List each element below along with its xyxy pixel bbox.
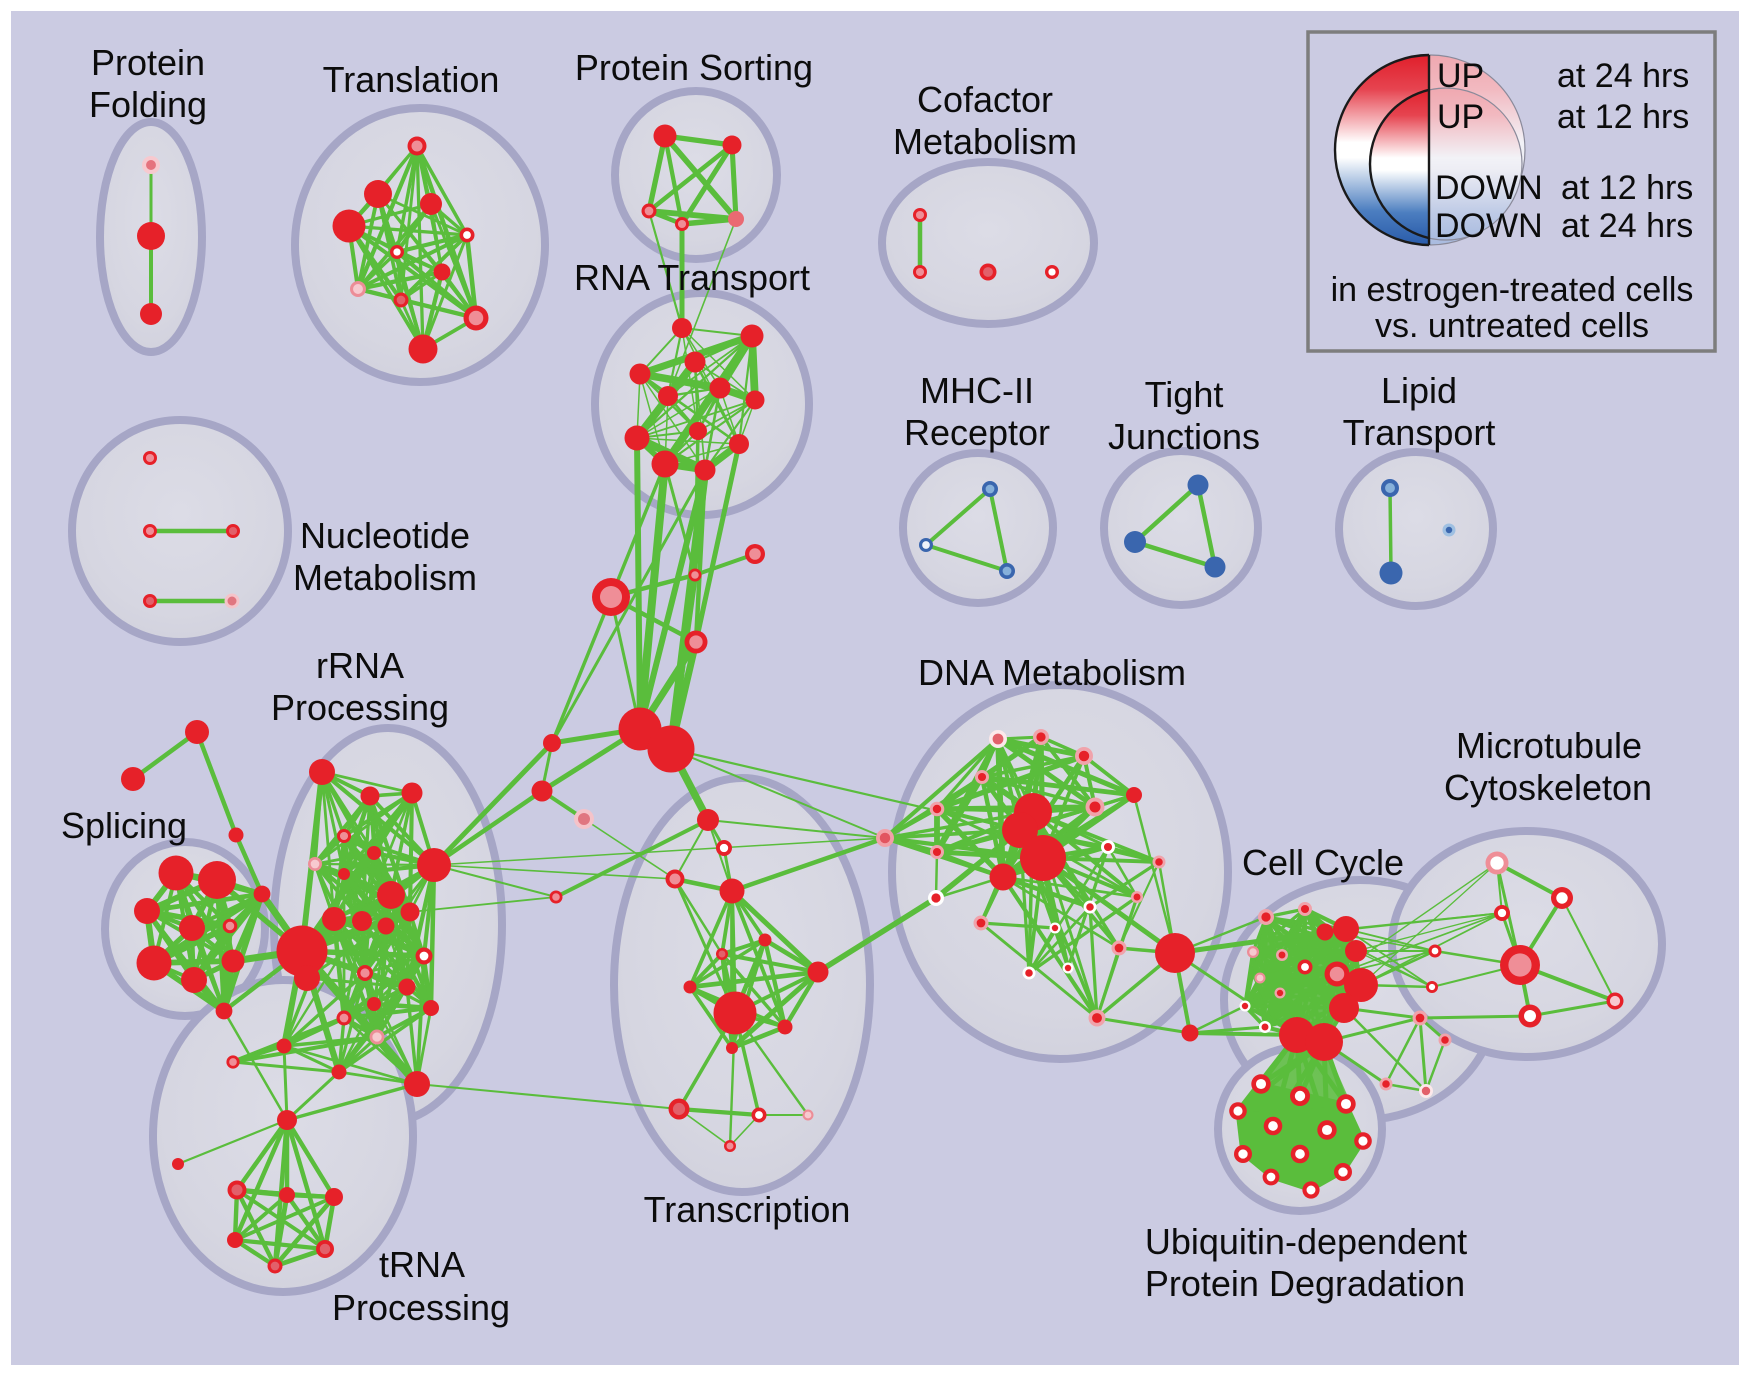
svg-text:RNA Transport: RNA Transport — [574, 257, 810, 298]
svg-text:Processing: Processing — [271, 687, 449, 728]
svg-text:in estrogen-treated cells: in estrogen-treated cells — [1331, 271, 1694, 309]
svg-text:tRNA: tRNA — [379, 1244, 465, 1285]
svg-text:vs. untreated cells: vs. untreated cells — [1375, 307, 1649, 345]
svg-text:Microtubule: Microtubule — [1456, 725, 1642, 766]
svg-text:DOWN: DOWN — [1435, 169, 1543, 207]
svg-text:Metabolism: Metabolism — [293, 557, 477, 598]
svg-text:rRNA: rRNA — [316, 645, 404, 686]
svg-text:DNA Metabolism: DNA Metabolism — [918, 652, 1186, 693]
svg-text:Protein: Protein — [91, 42, 205, 83]
svg-text:at 12 hrs: at 12 hrs — [1561, 169, 1693, 207]
svg-text:UP: UP — [1437, 57, 1484, 95]
svg-text:UP: UP — [1437, 98, 1484, 136]
svg-text:at 12 hrs: at 12 hrs — [1557, 98, 1689, 136]
svg-text:Transport: Transport — [1343, 412, 1496, 453]
svg-text:Splicing: Splicing — [61, 805, 187, 846]
svg-text:at 24 hrs: at 24 hrs — [1561, 207, 1693, 245]
svg-text:MHC-II: MHC-II — [920, 370, 1034, 411]
svg-text:Protein Degradation: Protein Degradation — [1145, 1263, 1465, 1304]
svg-text:Receptor: Receptor — [904, 412, 1050, 453]
svg-text:Cofactor: Cofactor — [917, 79, 1053, 120]
svg-text:DOWN: DOWN — [1435, 207, 1543, 245]
svg-text:Cytoskeleton: Cytoskeleton — [1444, 767, 1652, 808]
svg-text:Junctions: Junctions — [1108, 416, 1260, 457]
svg-text:Protein Sorting: Protein Sorting — [575, 47, 813, 88]
svg-text:Cell Cycle: Cell Cycle — [1242, 842, 1404, 883]
svg-text:Transcription: Transcription — [644, 1189, 851, 1230]
svg-text:Ubiquitin-dependent: Ubiquitin-dependent — [1145, 1221, 1467, 1262]
svg-text:Metabolism: Metabolism — [893, 121, 1077, 162]
svg-text:Folding: Folding — [89, 84, 207, 125]
svg-text:Tight: Tight — [1145, 374, 1224, 415]
svg-text:at 24 hrs: at 24 hrs — [1557, 57, 1689, 95]
svg-text:Nucleotide: Nucleotide — [300, 515, 470, 556]
svg-text:Translation: Translation — [323, 59, 500, 100]
svg-text:Processing: Processing — [332, 1287, 510, 1328]
svg-text:Lipid: Lipid — [1381, 370, 1457, 411]
